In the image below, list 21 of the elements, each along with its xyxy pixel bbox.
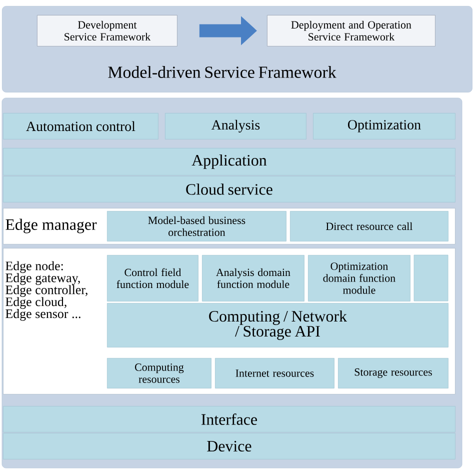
- framework-box: Deployment and Operation Service Framework: [267, 15, 436, 46]
- layer-box: Device: [3, 433, 456, 460]
- layer-box: Direct resource call: [290, 211, 448, 242]
- layer-box: Interface: [3, 406, 456, 432]
- layer-box: Application: [3, 148, 456, 176]
- layer-box: Control field function module: [107, 255, 198, 302]
- layer-box: Optimization domain function module: [308, 255, 410, 302]
- layer-label: Edge manager: [6, 218, 97, 234]
- layer-box: Model-based business orchestration: [107, 211, 286, 242]
- layer-box: Analysis domain function module: [202, 255, 304, 302]
- layer-box: Automation control: [3, 113, 158, 140]
- layer-box: Optimization: [313, 113, 456, 140]
- layer-label: Edge node: Edge gateway, Edge controller, Edge cloud, Edge sensor ...: [6, 261, 88, 321]
- framework-box: Development Service Framework: [37, 15, 178, 46]
- layer-box: Cloud service: [3, 176, 456, 202]
- layer-box: Storage resources: [338, 358, 448, 388]
- framework-title: Model-driven Service Framework: [108, 66, 336, 78]
- layer-box: [414, 254, 448, 302]
- layer-box: Computing resources: [107, 358, 212, 388]
- layer-box: Internet resources: [215, 358, 334, 388]
- layer-box: Analysis: [165, 113, 306, 140]
